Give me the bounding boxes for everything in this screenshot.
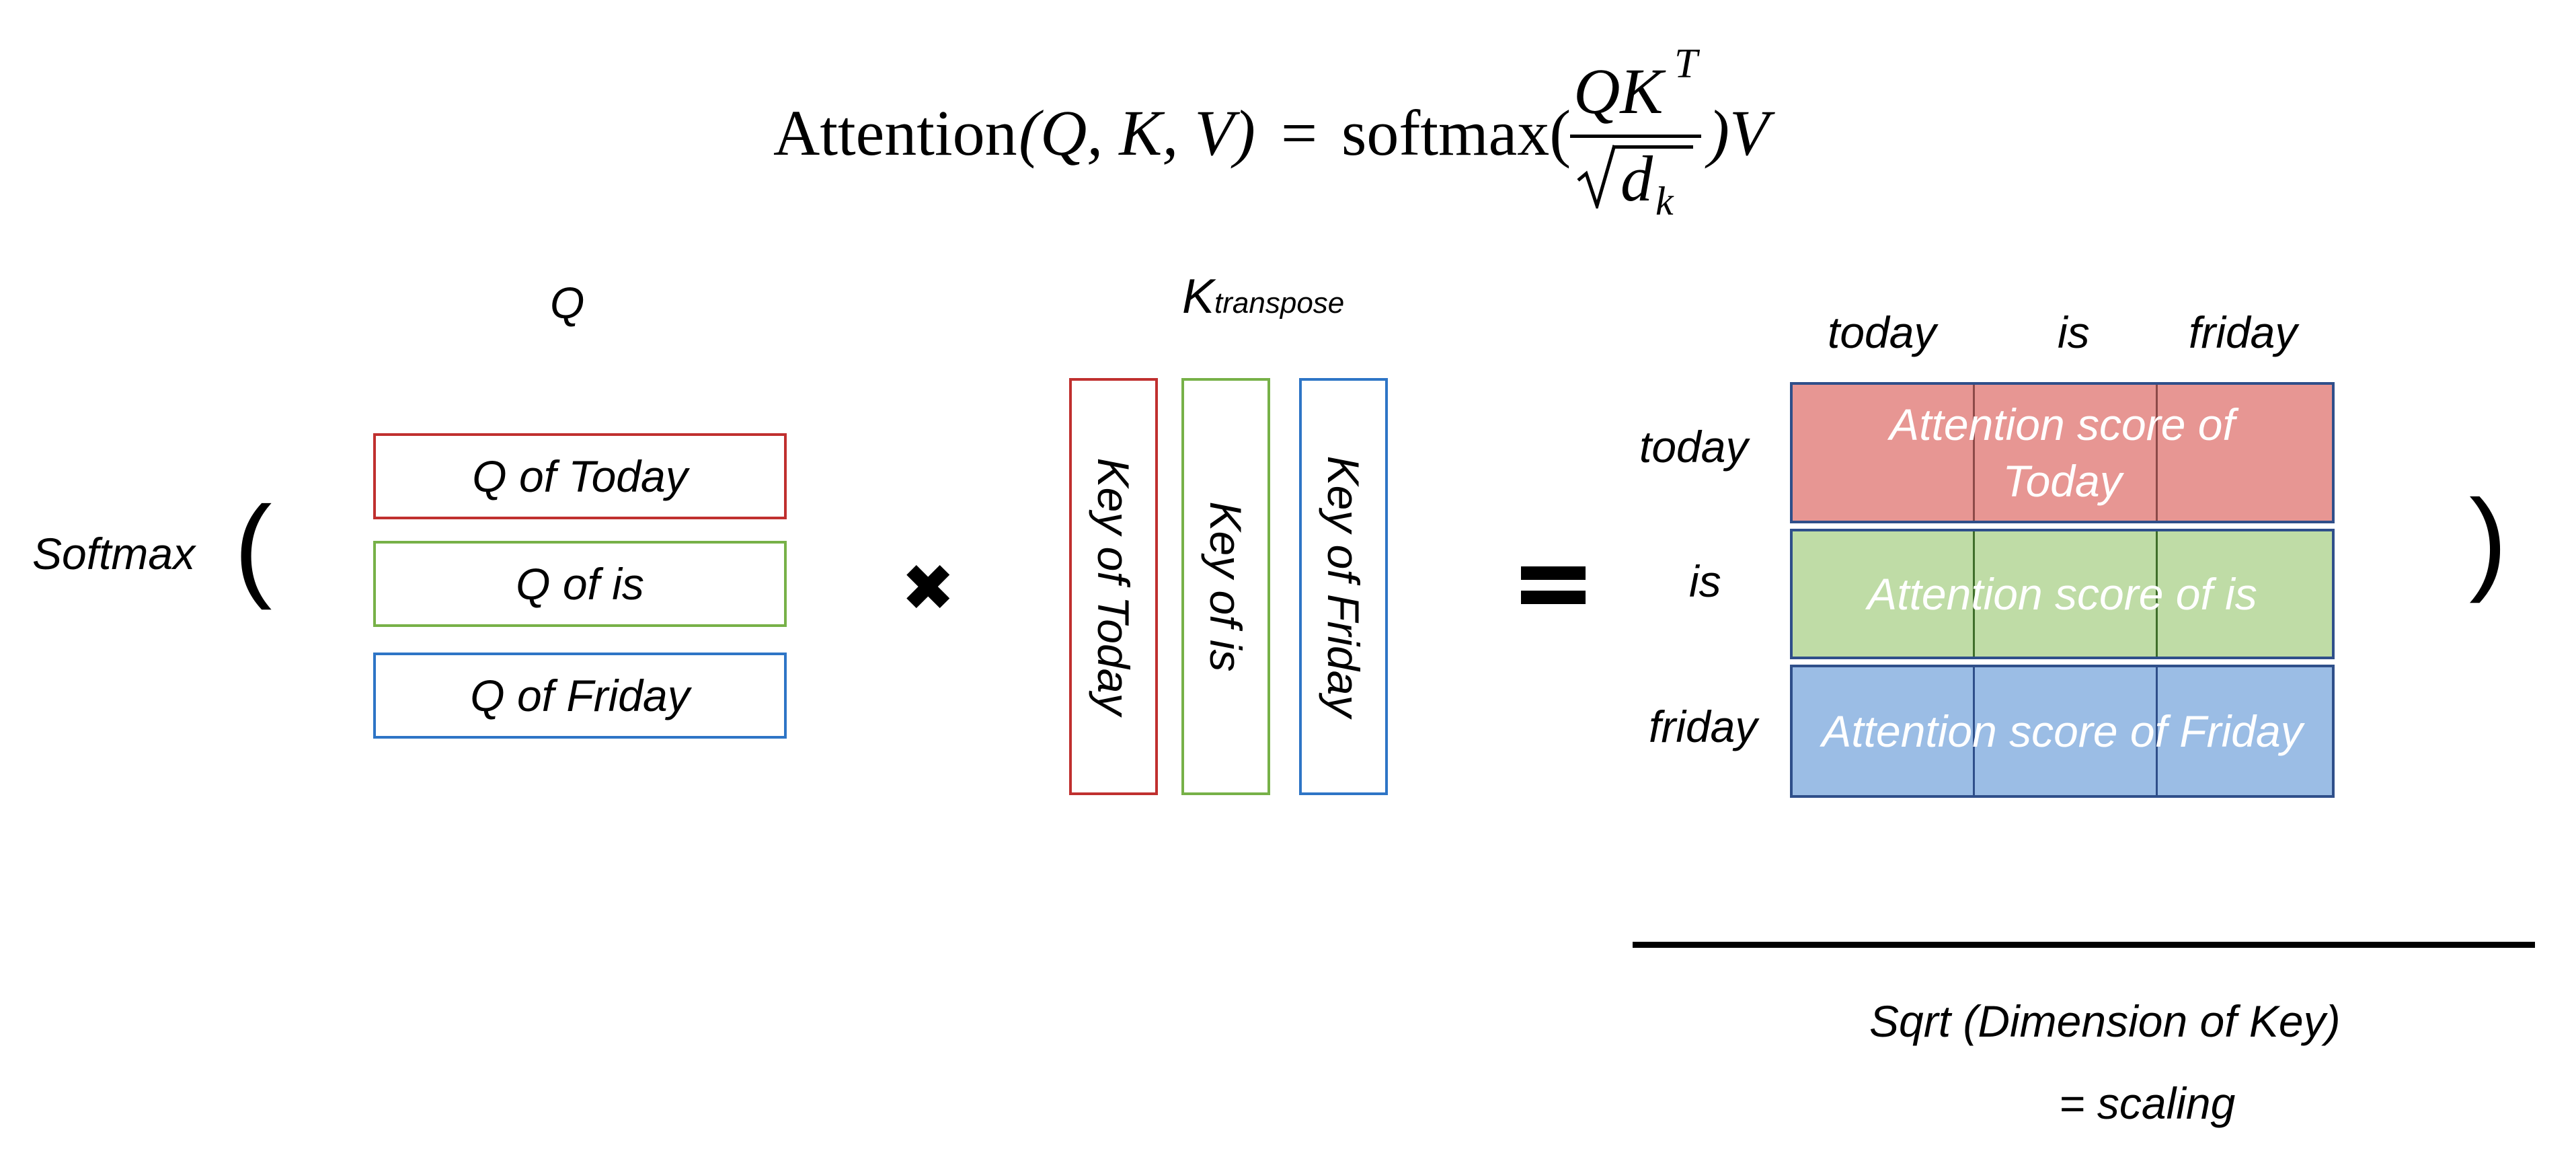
- equals-bar-bottom: [1521, 591, 1586, 604]
- col-header-friday: friday: [2189, 307, 2298, 357]
- formula-equals: =: [1281, 97, 1318, 169]
- q-friday-label: Q of Friday: [470, 671, 690, 720]
- equals-bar-top: [1521, 566, 1586, 580]
- scaling-divider: [1633, 942, 2535, 948]
- k-transpose-label: Ktranspose: [1182, 269, 1344, 324]
- score-row-friday: Attention score of Friday: [1790, 665, 2335, 798]
- fraction-bar: [1570, 135, 1701, 138]
- key-today-column: Key of Today: [1069, 378, 1158, 795]
- score-today-label: Attention score of Today: [1889, 400, 2235, 506]
- formula-close-v: )V: [1708, 97, 1769, 169]
- score-row-today: Attention score of Today: [1790, 382, 2335, 523]
- formula-attention-word: Attention: [773, 97, 1017, 169]
- q-friday-box: Q of Friday: [373, 653, 787, 739]
- key-today-label: Key of Today: [1089, 457, 1138, 716]
- q-today-label: Q of Today: [472, 451, 688, 501]
- key-friday-column: Key of Friday: [1299, 378, 1388, 795]
- row-header-today: today: [1639, 422, 1748, 472]
- col-header-today: today: [1828, 307, 1937, 357]
- formula-denominator-subscript: k: [1655, 179, 1674, 223]
- formula-numerator: QK: [1573, 55, 1664, 127]
- k-label: K: [1182, 270, 1215, 324]
- formula-softmax: softmax(: [1341, 97, 1571, 169]
- q-today-box: Q of Today: [373, 433, 787, 519]
- row-header-friday: friday: [1649, 702, 1758, 751]
- scaling-line-2: = scaling: [2059, 1078, 2236, 1128]
- sqrt-icon: [1577, 145, 1616, 209]
- score-row-is: Attention score of is: [1790, 529, 2335, 659]
- multiply-icon: ✖: [901, 550, 955, 626]
- formula-args: (Q, K, V): [1019, 97, 1255, 169]
- column-divider: [1973, 385, 1975, 521]
- key-is-label: Key of is: [1201, 501, 1251, 672]
- column-divider: [1973, 531, 1975, 657]
- column-divider: [2156, 385, 2158, 521]
- column-divider: [2156, 667, 2158, 795]
- attention-formula: Attention (Q, K, V) = softmax( QK T d k …: [0, 40, 2576, 223]
- col-header-is: is: [2058, 307, 2090, 357]
- formula-numerator-superscript: T: [1674, 41, 1698, 87]
- scaling-line-1: Sqrt (Dimension of Key): [1869, 996, 2341, 1046]
- key-is-column: Key of is: [1181, 378, 1270, 795]
- row-header-is: is: [1689, 556, 1721, 606]
- column-divider: [1973, 667, 1975, 795]
- transpose-subscript: transpose: [1214, 287, 1345, 320]
- formula-denominator: d: [1621, 143, 1653, 215]
- sqrt-overline: [1612, 145, 1693, 149]
- open-paren: (: [234, 483, 272, 611]
- close-paren: ): [2469, 476, 2507, 604]
- score-friday-label: Attention score of Friday: [1822, 706, 2303, 756]
- score-is-label: Attention score of is: [1867, 569, 2257, 619]
- softmax-label: Softmax: [32, 529, 196, 579]
- column-divider: [2156, 531, 2158, 657]
- q-is-box: Q of is: [373, 541, 787, 627]
- key-friday-label: Key of Friday: [1319, 455, 1368, 718]
- q-label: Q: [550, 278, 585, 328]
- q-is-label: Q of is: [516, 559, 644, 609]
